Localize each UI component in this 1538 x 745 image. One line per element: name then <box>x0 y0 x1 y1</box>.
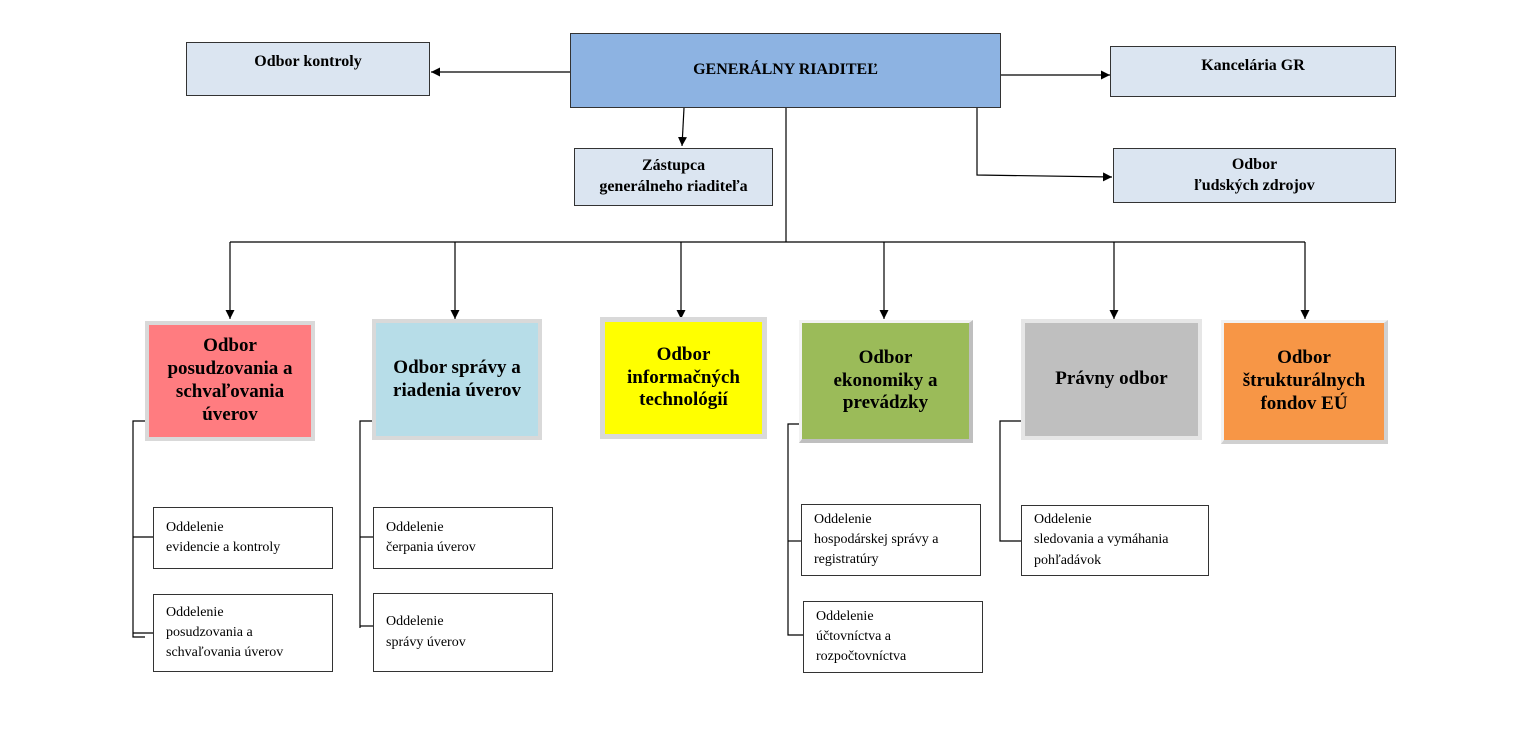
department-box-5: Právny odbor <box>1021 319 1202 440</box>
odbor-kontroly-label: Odbor kontroly <box>254 53 362 70</box>
bracket-dept-2 <box>359 420 372 628</box>
section-drawing-box: Oddelenie čerpania úverov <box>373 507 553 569</box>
department-label: Odbor informačných technológií <box>627 343 740 411</box>
section-receivables-box: Oddelenie sledovania a vymáhania pohľadá… <box>1021 505 1209 576</box>
general-director-box: GENERÁLNY RIADITEĽ <box>570 33 1001 108</box>
department-label: Právny odbor <box>1055 368 1168 390</box>
section-label: Oddelenie správy úverov <box>386 614 466 650</box>
department-label: Odbor ekonomiky a prevádzky <box>833 346 938 414</box>
department-label: Odbor správy a riadenia úverov <box>393 356 521 401</box>
kancelaria-gr-box: Kancelária GR <box>1110 46 1396 97</box>
odbor-ludskych-zdrojov-box: Odbor ľudských zdrojov <box>1113 148 1396 203</box>
section-label: Oddelenie sledovania a vymáhania pohľadá… <box>1034 512 1169 568</box>
department-label: Odbor štrukturálnych fondov EÚ <box>1242 347 1366 414</box>
deputy-director-label: Zástupca generálneho riaditeľa <box>599 157 748 195</box>
connector-hr <box>976 108 1113 182</box>
section-label: Oddelenie účtovníctva a rozpočtovníctva <box>816 608 907 665</box>
section-label: Oddelenie hospodárskej správy a registra… <box>814 511 939 568</box>
section-economic-admin-box: Oddelenie hospodárskej správy a registra… <box>801 504 981 576</box>
bracket-dept-5 <box>999 420 1024 542</box>
department-box-3: Odbor informačných technológií <box>600 317 767 439</box>
section-accounting-box: Oddelenie účtovníctva a rozpočtovníctva <box>803 601 983 673</box>
deputy-director-box: Zástupca generálneho riaditeľa <box>574 148 773 206</box>
department-box-1: Odbor posudzovania a schvaľovania úverov <box>145 321 315 441</box>
odbor-ludskych-zdrojov-label: Odbor ľudských zdrojov <box>1194 155 1315 194</box>
section-label: Oddelenie evidencie a kontroly <box>166 519 281 555</box>
department-box-4: Odbor ekonomiky a prevádzky <box>799 320 973 443</box>
section-evidence-box: Oddelenie evidencie a kontroly <box>153 507 333 569</box>
odbor-kontroly-box: Odbor kontroly <box>186 42 430 96</box>
section-label: Oddelenie posudzovania a schvaľovania úv… <box>166 604 284 661</box>
kancelaria-gr-label: Kancelária GR <box>1201 57 1305 74</box>
bracket-dept-4 <box>787 423 803 636</box>
department-box-6: Odbor štrukturálnych fondov EÚ <box>1221 320 1388 444</box>
section-label: Oddelenie čerpania úverov <box>386 519 476 555</box>
section-loan-admin-box: Oddelenie správy úverov <box>373 593 553 672</box>
bracket-dept-1 <box>132 420 145 638</box>
connector-deputy <box>677 107 687 147</box>
department-box-2: Odbor správy a riadenia úverov <box>372 319 542 440</box>
department-label: Odbor posudzovania a schvaľovania úverov <box>167 335 293 425</box>
section-assessment-box: Oddelenie posudzovania a schvaľovania úv… <box>153 594 333 672</box>
general-director-label: GENERÁLNY RIADITEĽ <box>693 61 878 79</box>
